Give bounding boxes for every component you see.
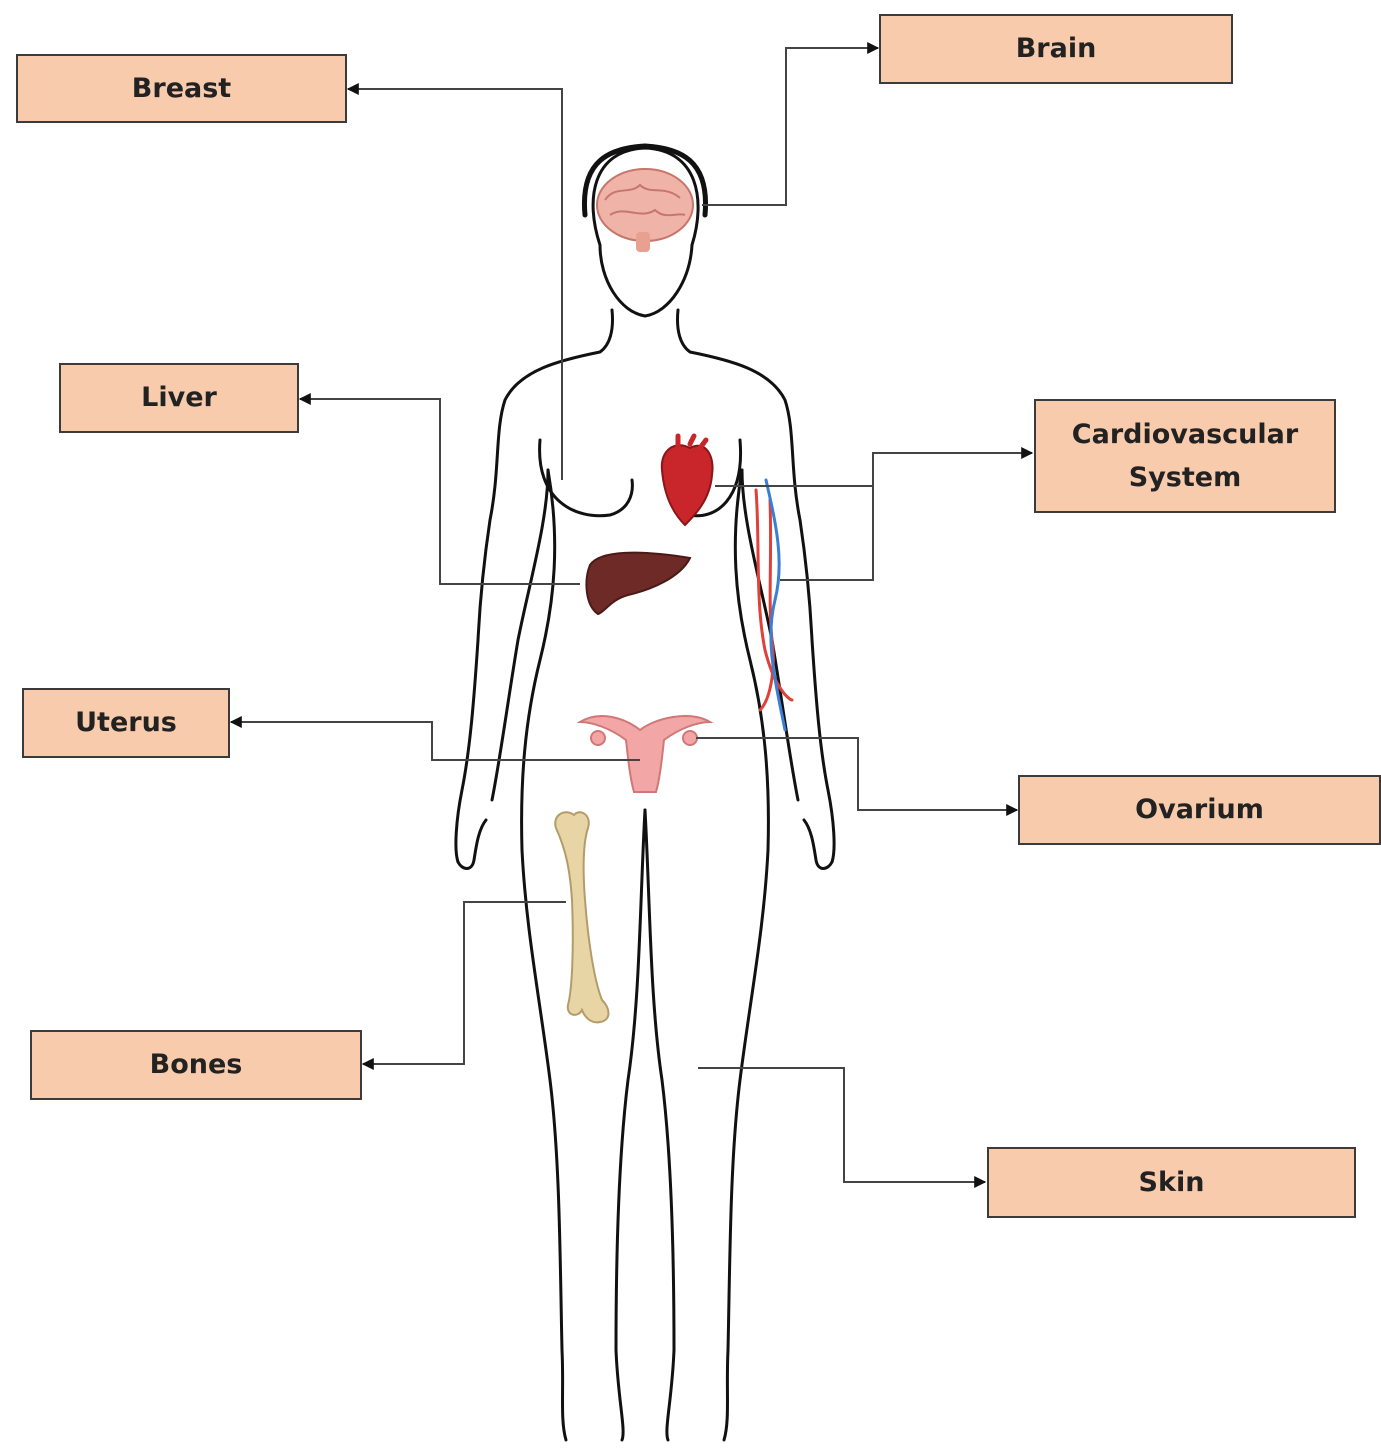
connector-uterus bbox=[231, 722, 640, 760]
label-ovarium-text: Ovarium bbox=[1135, 788, 1264, 831]
liver-icon bbox=[586, 553, 690, 614]
connector-ovarium bbox=[696, 738, 1017, 810]
label-brain-text: Brain bbox=[1016, 27, 1097, 70]
label-uterus-text: Uterus bbox=[75, 701, 177, 744]
blood-vessels-icon bbox=[756, 480, 792, 730]
label-skin-text: Skin bbox=[1139, 1161, 1205, 1204]
connector-breast bbox=[348, 89, 562, 480]
label-cardiovascular-line1: Cardiovascular bbox=[1072, 413, 1298, 456]
label-liver: Liver bbox=[59, 363, 299, 433]
label-cardiovascular-line2: System bbox=[1129, 456, 1241, 499]
label-skin: Skin bbox=[987, 1147, 1356, 1218]
connector-cardiovascular-vessels bbox=[780, 486, 873, 580]
label-uterus: Uterus bbox=[22, 688, 230, 758]
label-bones: Bones bbox=[30, 1030, 362, 1100]
uterus-icon bbox=[580, 716, 710, 792]
heart-icon bbox=[662, 436, 713, 525]
label-liver-text: Liver bbox=[141, 376, 217, 419]
label-ovarium: Ovarium bbox=[1018, 775, 1381, 845]
label-cardiovascular-system: Cardiovascular System bbox=[1034, 399, 1336, 513]
femur-bone-icon bbox=[555, 812, 608, 1022]
brain-icon bbox=[597, 169, 693, 252]
label-breast: Breast bbox=[16, 54, 347, 123]
connector-liver bbox=[300, 399, 580, 584]
connector-brain bbox=[702, 48, 878, 205]
label-bones-text: Bones bbox=[150, 1043, 243, 1086]
connector-skin bbox=[698, 1068, 985, 1182]
label-brain: Brain bbox=[879, 14, 1233, 84]
connector-cardiovascular-heart bbox=[715, 453, 1032, 486]
label-breast-text: Breast bbox=[132, 67, 231, 110]
